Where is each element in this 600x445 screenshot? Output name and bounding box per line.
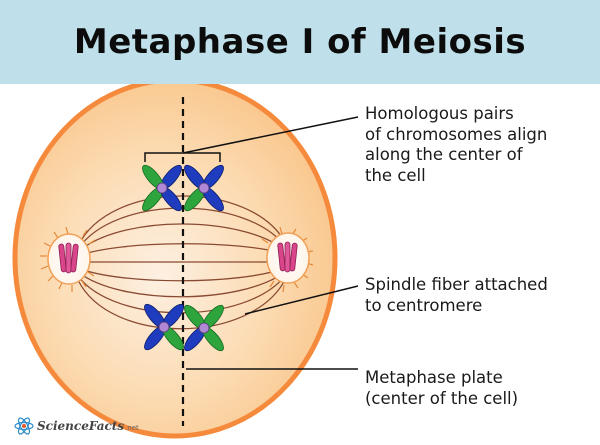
homologous-bracket — [144, 152, 221, 162]
leader-homologous — [182, 116, 359, 154]
annotation-plate: Metaphase plate (center of the cell) — [365, 368, 518, 409]
annotation-plate-line-1: Metaphase plate — [365, 368, 503, 387]
annotation-homologous-line-3: along the center of — [365, 145, 523, 164]
annotation-spindle: Spindle fiber attached to centromere — [365, 275, 548, 316]
centrosome-left — [40, 226, 96, 292]
chromosome-bottom-right — [184, 304, 224, 352]
chromosome-top-right — [184, 164, 224, 212]
logo-wordmark: ScienceFacts — [37, 419, 125, 433]
sciencefacts-logo: ScienceFacts .net — [14, 414, 139, 438]
centrosome-right — [261, 226, 314, 293]
metaphase-diagram — [12, 84, 359, 439]
annotation-homologous-line-2: of chromosomes align — [365, 124, 548, 144]
atom-icon — [14, 417, 34, 435]
chromosome-pair-bottom — [144, 303, 224, 352]
annotation-spindle-line-1: Spindle fiber attached — [365, 275, 548, 294]
chromosome-top-left — [142, 164, 182, 212]
annotation-spindle-line-2: to centromere — [365, 295, 483, 315]
annotation-homologous-line-4: the cell — [365, 165, 426, 185]
annotation-homologous-line-1: Homologous pairs — [365, 104, 514, 123]
logo-tld: .net — [125, 424, 139, 432]
chromosome-pair-top — [142, 164, 224, 212]
cell-body — [12, 84, 338, 439]
leader-spindle — [244, 285, 359, 315]
annotation-plate-line-2: (center of the cell) — [365, 388, 519, 408]
page-title: Metaphase I of Meiosis — [73, 22, 527, 62]
title-banner: Metaphase I of Meiosis — [0, 0, 600, 84]
annotation-homologous: Homologous pairs of chromosomes align al… — [365, 104, 547, 186]
chromosome-bottom-left — [144, 303, 184, 351]
